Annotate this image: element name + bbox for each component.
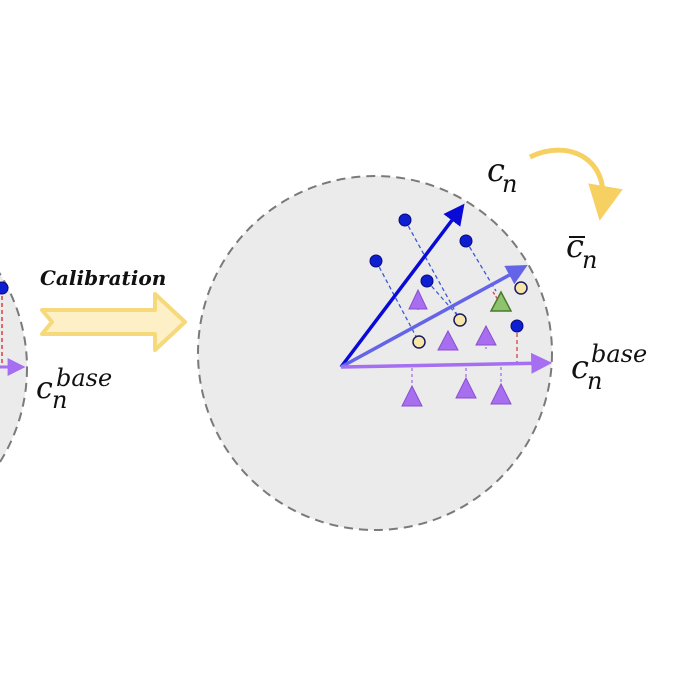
- svg-text:base: base: [591, 340, 647, 368]
- projected-points: [412, 281, 528, 349]
- calibration-label: Calibration: [40, 266, 166, 290]
- svg-text:n: n: [582, 246, 597, 274]
- c-n-label: c n: [487, 151, 517, 198]
- purple-triangles: [401, 288, 512, 407]
- green-triangle: [489, 290, 513, 312]
- vector-c-n-base: [340, 352, 553, 374]
- right-c-n-base-label: c n base: [571, 340, 647, 395]
- svg-text:n: n: [587, 367, 602, 395]
- svg-text:n: n: [502, 170, 517, 198]
- calibration-arrow: [40, 292, 187, 352]
- svg-text:c: c: [487, 151, 505, 189]
- left-partial-circle: [0, 272, 28, 464]
- curved-yellow-arrow: [528, 147, 623, 221]
- svg-text:base: base: [56, 364, 112, 392]
- sample-dots: [369, 213, 524, 333]
- main-circle: [197, 175, 553, 531]
- svg-text:c: c: [36, 371, 53, 406]
- svg-text:n: n: [52, 386, 67, 414]
- left-c-n-base-label: c n base: [36, 364, 112, 414]
- vector-c-n-bar: [340, 264, 528, 369]
- vector-c-n: [339, 203, 465, 369]
- c-n-bar-label: c n: [566, 227, 597, 274]
- svg-text:c: c: [571, 348, 589, 386]
